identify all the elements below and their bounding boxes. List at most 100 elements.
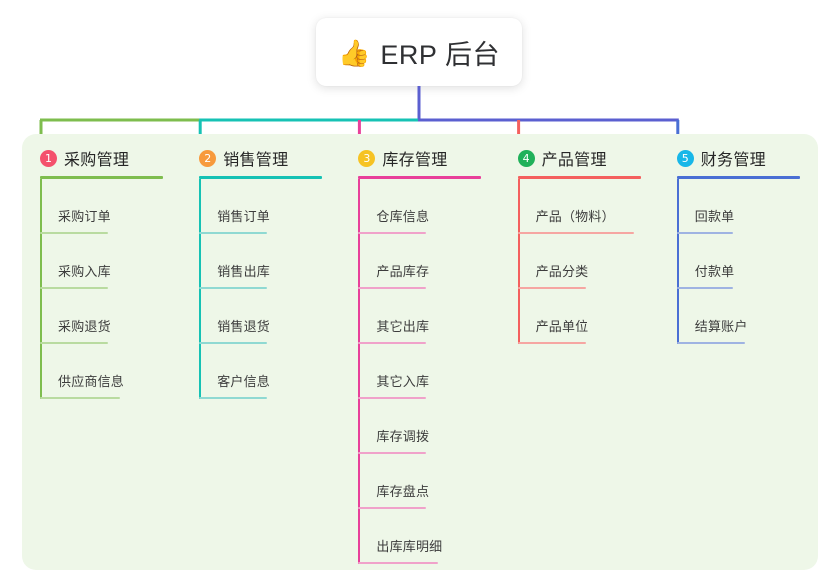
leaf-underline (517, 342, 586, 344)
leaf-item[interactable]: 回款单 (676, 179, 734, 234)
leaf-underline (517, 287, 586, 289)
leaf-item[interactable]: 仓库信息 (358, 179, 429, 234)
column-children: 销售订单销售出库销售退货客户信息 (199, 179, 270, 399)
tree-spine (676, 179, 679, 344)
leaf-label: 产品单位 (535, 319, 589, 334)
leaf-underline (676, 342, 745, 344)
leaf-label: 库存调拨 (376, 429, 430, 444)
leaf-underline (199, 232, 268, 234)
leaf-underline (358, 452, 427, 454)
column-2: 2 销售管理销售订单销售出库销售退货客户信息 (181, 134, 340, 570)
leaf-underline (358, 397, 427, 399)
column-header-4[interactable]: 4 产品管理 (517, 145, 659, 171)
leaf-item[interactable]: 库存盘点 (358, 454, 429, 509)
leaf-label: 供应商信息 (58, 374, 125, 389)
column-header-1[interactable]: 1 采购管理 (40, 145, 181, 171)
leaf-underline (517, 232, 634, 234)
column-header-5[interactable]: 5 财务管理 (676, 145, 818, 171)
column-children: 回款单付款单结算账户 (676, 179, 747, 344)
column-header-underline (199, 176, 323, 179)
leaf-item[interactable]: 销售退货 (199, 289, 270, 344)
tree-spine (517, 179, 520, 344)
leaf-underline (358, 562, 439, 564)
leaf-label: 产品库存 (376, 264, 430, 279)
leaf-underline (676, 287, 733, 289)
leaf-item[interactable]: 库存调拨 (358, 399, 429, 454)
column-header-underline (358, 176, 482, 179)
leaf-label: 产品分类 (535, 264, 589, 279)
leaf-label: 仓库信息 (376, 209, 430, 224)
column-header-2[interactable]: 2 销售管理 (199, 145, 340, 171)
tree-spine (40, 179, 42, 399)
number-badge-icon: 1 (40, 149, 57, 167)
column-container: 1 采购管理采购订单采购入库采购退货供应商信息 2 销售管理销售订单销售出库销售退货客… (22, 134, 818, 570)
column-header-underline (517, 176, 641, 179)
number-badge-icon: 2 (199, 149, 217, 167)
leaf-underline (358, 507, 427, 509)
column-header-underline (40, 176, 163, 179)
leaf-label: 销售出库 (217, 264, 270, 279)
leaf-item[interactable]: 结算账户 (676, 289, 747, 344)
leaf-label: 采购退货 (58, 319, 111, 334)
leaf-underline (199, 397, 268, 399)
column-children: 产品（物料） 产品分类产品单位 (517, 179, 634, 344)
column-title: 销售管理 (223, 152, 289, 169)
column-title: 产品管理 (541, 152, 607, 169)
leaf-underline (358, 232, 427, 234)
leaf-label: 结算账户 (694, 319, 748, 334)
column-title: 库存管理 (382, 152, 448, 169)
column-header-underline (676, 176, 800, 179)
column-children: 采购订单采购入库采购退货供应商信息 (40, 179, 124, 399)
leaf-label: 销售订单 (217, 209, 270, 224)
leaf-item[interactable]: 产品分类 (517, 234, 588, 289)
number-badge-icon: 3 (358, 149, 376, 167)
number-badge-icon: 5 (676, 149, 694, 167)
leaf-underline (40, 232, 108, 234)
column-5: 5 财务管理回款单付款单结算账户 (659, 134, 818, 570)
tree-spine (199, 179, 202, 399)
leaf-item[interactable]: 产品（物料） (517, 179, 634, 234)
leaf-item[interactable]: 出库库明细 (358, 509, 442, 564)
leaf-item[interactable]: 其它出库 (358, 289, 429, 344)
column-4: 4 产品管理产品（物料） 产品分类产品单位 (500, 134, 659, 570)
leaf-underline (40, 342, 108, 344)
leaf-item[interactable]: 付款单 (676, 234, 734, 289)
leaf-label: 付款单 (694, 264, 735, 279)
leaf-label: 出库库明细 (376, 539, 443, 554)
leaf-label: 其它入库 (376, 374, 430, 389)
column-3: 3 库存管理仓库信息产品库存其它出库其它入库库存调拨库存盘点出库库明细 (340, 134, 499, 570)
diagram-panel (22, 134, 818, 570)
leaf-label: 销售退货 (217, 319, 270, 334)
leaf-label: 采购入库 (58, 264, 111, 279)
column-title: 财务管理 (700, 152, 766, 169)
leaf-label: 其它出库 (376, 319, 430, 334)
column-title: 采购管理 (64, 152, 130, 169)
root-node-card[interactable]: 👍 ERP 后台 (316, 18, 522, 86)
column-1: 1 采购管理采购订单采购入库采购退货供应商信息 (22, 134, 181, 570)
leaf-item[interactable]: 采购入库 (40, 234, 111, 289)
root-node-title: ERP 后台 (380, 39, 500, 70)
leaf-label: 采购订单 (58, 209, 111, 224)
leaf-underline (199, 287, 268, 289)
leaf-item[interactable]: 销售订单 (199, 179, 270, 234)
number-badge-icon: 4 (517, 149, 535, 167)
column-children: 仓库信息产品库存其它出库其它入库库存调拨库存盘点出库库明细 (358, 179, 442, 564)
thumbs-up-icon: 👍 (338, 38, 371, 68)
leaf-label: 客户信息 (217, 374, 270, 389)
leaf-underline (40, 287, 108, 289)
leaf-item[interactable]: 销售出库 (199, 234, 270, 289)
leaf-item[interactable]: 采购订单 (40, 179, 111, 234)
leaf-item[interactable]: 采购退货 (40, 289, 111, 344)
leaf-underline (358, 342, 427, 344)
leaf-item[interactable]: 客户信息 (199, 344, 270, 399)
leaf-item[interactable]: 产品库存 (358, 234, 429, 289)
leaf-label: 产品（物料） (535, 209, 615, 224)
tree-spine (358, 179, 361, 564)
leaf-item[interactable]: 产品单位 (517, 289, 588, 344)
leaf-underline (358, 287, 427, 289)
leaf-underline (676, 232, 733, 234)
leaf-underline (199, 342, 268, 344)
leaf-item[interactable]: 其它入库 (358, 344, 429, 399)
leaf-item[interactable]: 供应商信息 (40, 344, 124, 399)
column-header-3[interactable]: 3 库存管理 (358, 145, 499, 171)
